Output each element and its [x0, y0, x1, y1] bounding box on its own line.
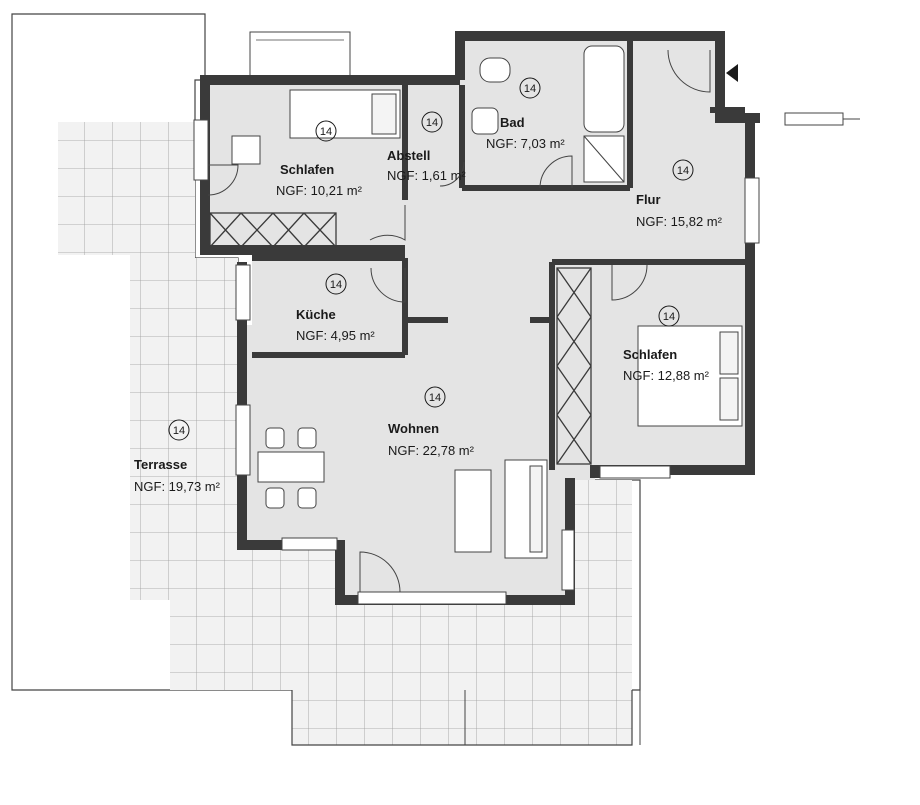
wall-east: [590, 118, 755, 478]
terrace-railing: [291, 690, 633, 746]
wardrobe-bed1: [209, 212, 337, 248]
badge-schlafen-1: [315, 120, 337, 142]
door-bed1-flur: [369, 205, 406, 241]
badge-terrasse: [168, 419, 190, 441]
room-name: Terrasse: [134, 457, 187, 472]
window-living-south-west: [281, 537, 338, 551]
door-entrance: [667, 49, 711, 93]
wardrobe-bed2: [556, 267, 592, 465]
room-schlafen-1: 14 Schlafen NGF: 10,21 m²: [276, 120, 363, 198]
room-abstell: 14 Abstell NGF: 1,61 m²: [387, 111, 466, 183]
chair-1: [265, 427, 285, 449]
badge-wohnen: [424, 386, 446, 408]
entrance-arrow-icon: [726, 64, 738, 82]
bed-pillow-top: [719, 331, 739, 375]
badge-abstell: [421, 111, 443, 133]
bed-pillow-bottom: [719, 377, 739, 421]
window-kitchen-west: [235, 264, 251, 321]
room-terrasse: 14 Terrasse NGF: 19,73 m²: [134, 419, 221, 494]
room-name: Abstell: [387, 148, 430, 163]
inner-walls: [252, 38, 745, 470]
badge-number: 14: [677, 165, 689, 177]
badge-number: 14: [320, 126, 332, 138]
bathtub: [583, 45, 625, 133]
badge-kueche: [325, 273, 347, 295]
wall-north-east: [455, 31, 760, 123]
badge-number: 14: [426, 117, 438, 129]
windows: [193, 112, 860, 605]
room-labels: 14 Schlafen NGF: 10,21 m² 14 Abstell NGF…: [134, 77, 723, 494]
sofa-back: [529, 465, 543, 553]
window-living-south: [357, 591, 507, 605]
apartment: [193, 31, 860, 605]
balcony-planter: [249, 31, 351, 77]
window-living-east: [561, 529, 575, 591]
room-area: NGF: 1,61 m²: [387, 168, 466, 183]
room-schlafen-2: 14 Schlafen NGF: 12,88 m²: [623, 305, 710, 383]
wall-north-west: [200, 75, 460, 255]
door-living-terrace: [359, 551, 401, 593]
badge-flur: [672, 159, 694, 181]
room-area: NGF: 22,78 m²: [388, 443, 475, 458]
chair-3: [265, 487, 285, 509]
door-abstell: [439, 161, 465, 187]
bed-single-pillow: [371, 93, 397, 135]
furniture: [231, 45, 743, 559]
doors: [207, 49, 711, 593]
shower-diag: [583, 135, 625, 183]
coffee-table: [454, 469, 492, 553]
room-name: Bad: [500, 115, 525, 130]
toilet: [479, 57, 511, 83]
badge-number: 14: [330, 279, 342, 291]
chair-4: [297, 487, 317, 509]
chair-2: [297, 427, 317, 449]
sink: [471, 107, 499, 135]
window-living-west: [235, 404, 251, 476]
room-area: NGF: 15,82 m²: [636, 214, 723, 229]
room-area: NGF: 10,21 m²: [276, 183, 363, 198]
room-wohnen: 14 Wohnen NGF: 22,78 m²: [388, 386, 475, 458]
room-area: NGF: 19,73 m²: [134, 479, 221, 494]
dining-table: [257, 451, 325, 483]
window-flur-east: [744, 177, 760, 244]
window-bed1-west: [193, 119, 209, 181]
terrace-tiles-south: [232, 480, 632, 745]
room-area: NGF: 7,03 m²: [486, 136, 565, 151]
room-area: NGF: 4,95 m²: [296, 328, 375, 343]
badge-number: 14: [173, 425, 185, 437]
room-flur: 14 Flur NGF: 15,82 m²: [636, 159, 723, 229]
room-name: Küche: [296, 307, 336, 322]
door-bath: [539, 155, 573, 189]
room-name: Flur: [636, 192, 661, 207]
badge-number: 14: [663, 311, 675, 323]
room-name: Wohnen: [388, 421, 439, 436]
room-name: Schlafen: [280, 162, 334, 177]
room-kueche: 14 Küche NGF: 4,95 m²: [296, 273, 375, 343]
badge-number: 14: [524, 83, 536, 95]
door-bed1: [207, 164, 239, 196]
badge-schlafen-2: [658, 305, 680, 327]
desk-bed1: [231, 135, 261, 165]
window-bed2-south: [599, 465, 671, 479]
room-bad: 14 Bad NGF: 7,03 m²: [486, 77, 565, 151]
door-kitchen: [370, 267, 406, 303]
room-area: NGF: 12,88 m²: [623, 368, 710, 383]
badge-number: 14: [429, 392, 441, 404]
badge-bad: [519, 77, 541, 99]
window-entrance-east: [784, 112, 844, 126]
door-bed2: [611, 264, 648, 301]
room-name: Schlafen: [623, 347, 677, 362]
